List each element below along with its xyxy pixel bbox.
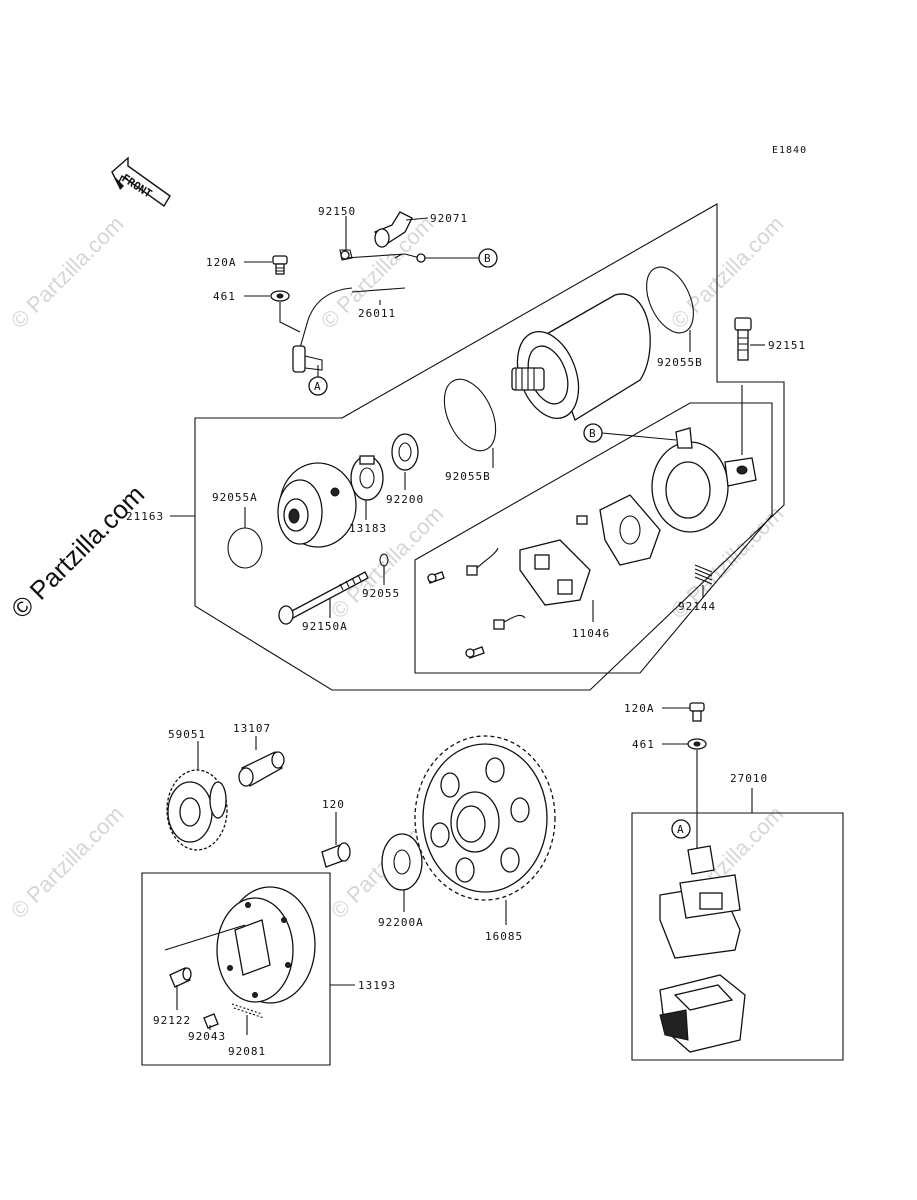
part-label: 92200 bbox=[386, 493, 424, 506]
part-label: 120A bbox=[624, 702, 655, 715]
spring-92144 bbox=[694, 564, 713, 585]
end-cover bbox=[651, 385, 757, 533]
watermark-text: © Partzilla.com bbox=[666, 211, 789, 334]
svg-text:B: B bbox=[484, 252, 492, 265]
o-ring-92055b-mid bbox=[443, 378, 497, 452]
part-label: 92071 bbox=[430, 212, 468, 225]
part-label: 461 bbox=[632, 738, 655, 751]
washer-92200 bbox=[391, 433, 419, 471]
shaft-13107 bbox=[238, 751, 285, 787]
starter-relay bbox=[659, 845, 741, 959]
part-label: 13107 bbox=[233, 722, 271, 735]
washer-461-bottom bbox=[687, 738, 707, 750]
bolt-120 bbox=[321, 842, 351, 868]
part-label: 92144 bbox=[678, 600, 716, 613]
brush-group-outline bbox=[414, 402, 773, 674]
part-label: 11046 bbox=[572, 627, 610, 640]
part-labels: 92150 92071 120A 461 26011 92055B 92151 … bbox=[126, 205, 806, 1058]
part-label: 92200A bbox=[378, 916, 424, 929]
part-label: 26011 bbox=[358, 307, 396, 320]
washer-92200a bbox=[381, 833, 423, 891]
part-label: 120 bbox=[322, 798, 345, 811]
part-label: 92055 bbox=[362, 587, 400, 600]
o-ring-92055a bbox=[227, 527, 263, 569]
callout-a-top: A bbox=[308, 365, 328, 396]
relay-group-outline bbox=[631, 812, 844, 1061]
part-label: 13193 bbox=[358, 979, 396, 992]
svg-text:A: A bbox=[314, 380, 322, 393]
long-bolt-92150a bbox=[278, 571, 369, 625]
part-label: 92150A bbox=[302, 620, 348, 633]
watermarks: © Partzilla.com © Partzilla.com © Partzi… bbox=[5, 211, 788, 924]
part-label: 120A bbox=[206, 256, 237, 269]
part-label: 92122 bbox=[153, 1014, 191, 1027]
part-label: 16085 bbox=[485, 930, 523, 943]
roller-92122 bbox=[169, 967, 192, 988]
bolt-120a-bottom bbox=[689, 702, 705, 722]
plate-13183 bbox=[350, 455, 384, 501]
diagram-code: E1840 bbox=[772, 145, 807, 156]
front-cover bbox=[277, 462, 357, 548]
starter-group-outline bbox=[194, 203, 785, 691]
part-label: 92043 bbox=[188, 1030, 226, 1043]
leader-lines bbox=[170, 216, 765, 1035]
gear-16085 bbox=[414, 735, 556, 901]
part-label: 27010 bbox=[730, 772, 768, 785]
watermark-text: © Partzilla.com bbox=[6, 211, 129, 334]
part-label: 13183 bbox=[349, 522, 387, 535]
watermark-text: © Partzilla.com bbox=[6, 801, 129, 924]
callout-a-relay: A bbox=[671, 819, 691, 839]
svg-text:B: B bbox=[589, 427, 597, 440]
gear-59051 bbox=[166, 769, 228, 851]
part-label: 92055B bbox=[445, 470, 491, 483]
one-way-clutch-13193 bbox=[164, 886, 316, 1004]
part-label: 92150 bbox=[318, 205, 356, 218]
relay-cover bbox=[659, 974, 746, 1053]
bolt-120a-top bbox=[272, 255, 288, 275]
part-label: 59051 bbox=[168, 728, 206, 741]
svg-text:A: A bbox=[677, 823, 685, 836]
callout-b-mid: B bbox=[583, 423, 677, 443]
o-ring-92055b-top bbox=[646, 266, 694, 334]
cap-92043 bbox=[203, 1013, 219, 1029]
part-label: 92055A bbox=[212, 491, 258, 504]
part-label: 21163 bbox=[126, 510, 164, 523]
washer-461-top bbox=[270, 290, 290, 302]
spring-92081 bbox=[231, 1003, 265, 1019]
part-label: 92055B bbox=[657, 356, 703, 369]
starter-cable-assembly bbox=[292, 211, 426, 373]
clutch-group-outline bbox=[141, 872, 331, 1066]
watermark-large: © Partzilla.com bbox=[5, 479, 150, 624]
bolt-92151 bbox=[734, 317, 752, 361]
front-arrow-icon: FRONT bbox=[111, 156, 171, 208]
brush-holder-assembly bbox=[427, 494, 661, 659]
part-label: 92081 bbox=[228, 1045, 266, 1058]
callout-b-top: B bbox=[425, 248, 498, 268]
part-label: 92151 bbox=[768, 339, 806, 352]
starter-yoke bbox=[511, 293, 651, 421]
part-label: 461 bbox=[213, 290, 236, 303]
